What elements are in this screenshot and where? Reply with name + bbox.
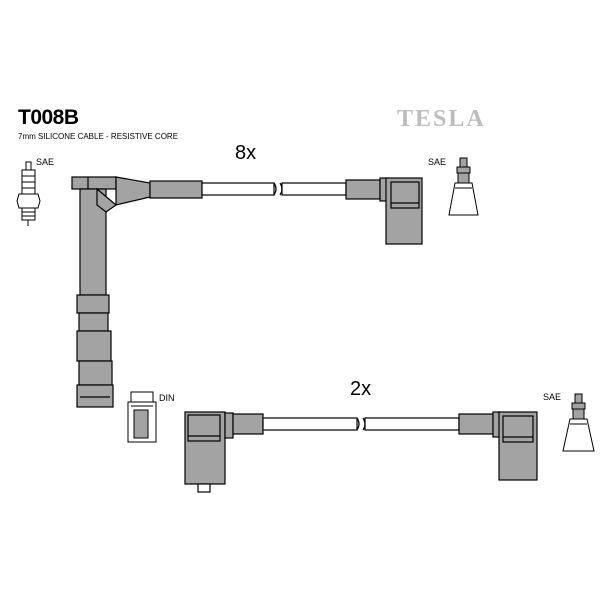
part-number: T008B xyxy=(18,106,79,129)
coil-boot-long xyxy=(71,176,203,408)
sae-label-spark-plug: SAE xyxy=(36,157,55,167)
cable-top xyxy=(201,182,347,196)
din-label: DIN xyxy=(159,393,175,403)
terminal-boot-top xyxy=(345,177,423,245)
sae-label-terminal-bottom: SAE xyxy=(543,392,562,402)
din-connector-icon xyxy=(127,391,157,443)
cable-quantity-bottom: 2x xyxy=(350,378,372,400)
cable-bottom xyxy=(262,417,460,431)
cable-quantity-top: 8x xyxy=(235,142,257,164)
brand-logo: TESLA xyxy=(397,106,486,132)
spark-plug-icon xyxy=(16,161,41,226)
coil-boot-bottom xyxy=(184,411,264,493)
cable-description: 7mm SILICONE CABLE - RESISTIVE CORE xyxy=(18,132,179,141)
sae-label-terminal-top: SAE xyxy=(428,157,447,167)
terminal-boot-bottom xyxy=(458,411,538,481)
sae-terminal-icon-bottom xyxy=(562,393,595,452)
sae-terminal-icon-top xyxy=(448,157,479,216)
